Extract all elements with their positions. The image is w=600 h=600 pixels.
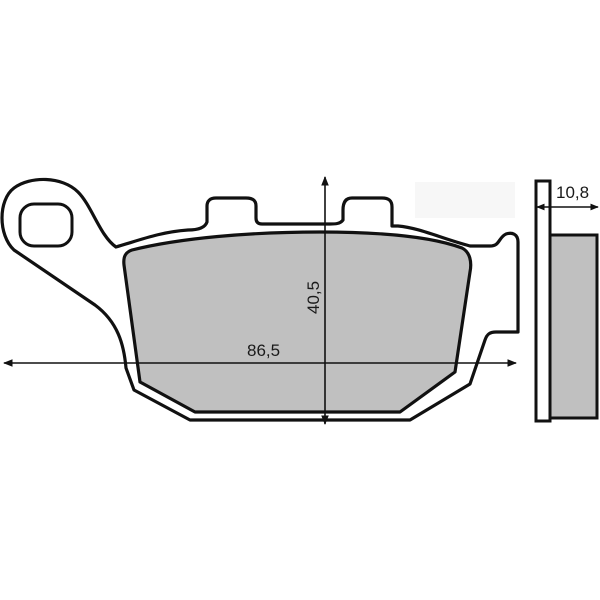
height-dimension-label: 40,5 (304, 281, 323, 314)
side-friction-material (548, 233, 599, 420)
width-dimension-label: 86,5 (247, 341, 280, 360)
mounting-hole (18, 202, 74, 248)
faint-background-box (415, 182, 515, 218)
side-backplate (534, 179, 552, 423)
front-view: 86,5 40,5 (0, 176, 520, 425)
friction-material (122, 230, 473, 414)
thickness-dimension-label: 10,8 (556, 183, 589, 202)
side-view: 10,8 (534, 179, 599, 423)
